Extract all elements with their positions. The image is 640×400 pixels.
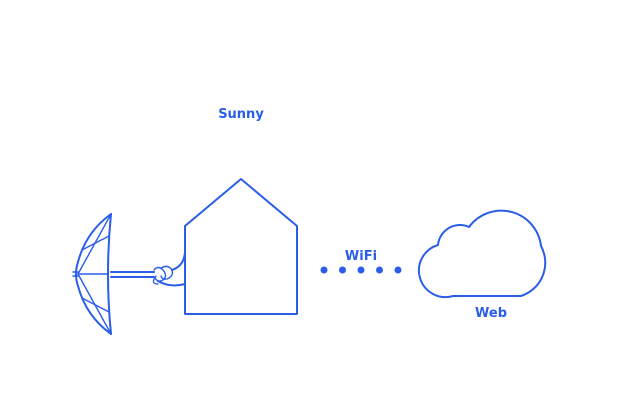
cloud-icon	[417, 209, 547, 299]
web-label: Web	[475, 306, 507, 321]
link-dot	[394, 266, 402, 274]
link-dot	[339, 266, 346, 274]
sunny-label: Sunny	[218, 107, 264, 122]
wifi-label: WiFi	[345, 249, 377, 264]
link-dot	[357, 266, 365, 274]
link-dot	[320, 266, 328, 274]
dish-antenna-icon	[72, 213, 186, 335]
dotted-link	[320, 266, 402, 274]
link-dot	[376, 266, 383, 274]
house-icon	[184, 178, 298, 315]
